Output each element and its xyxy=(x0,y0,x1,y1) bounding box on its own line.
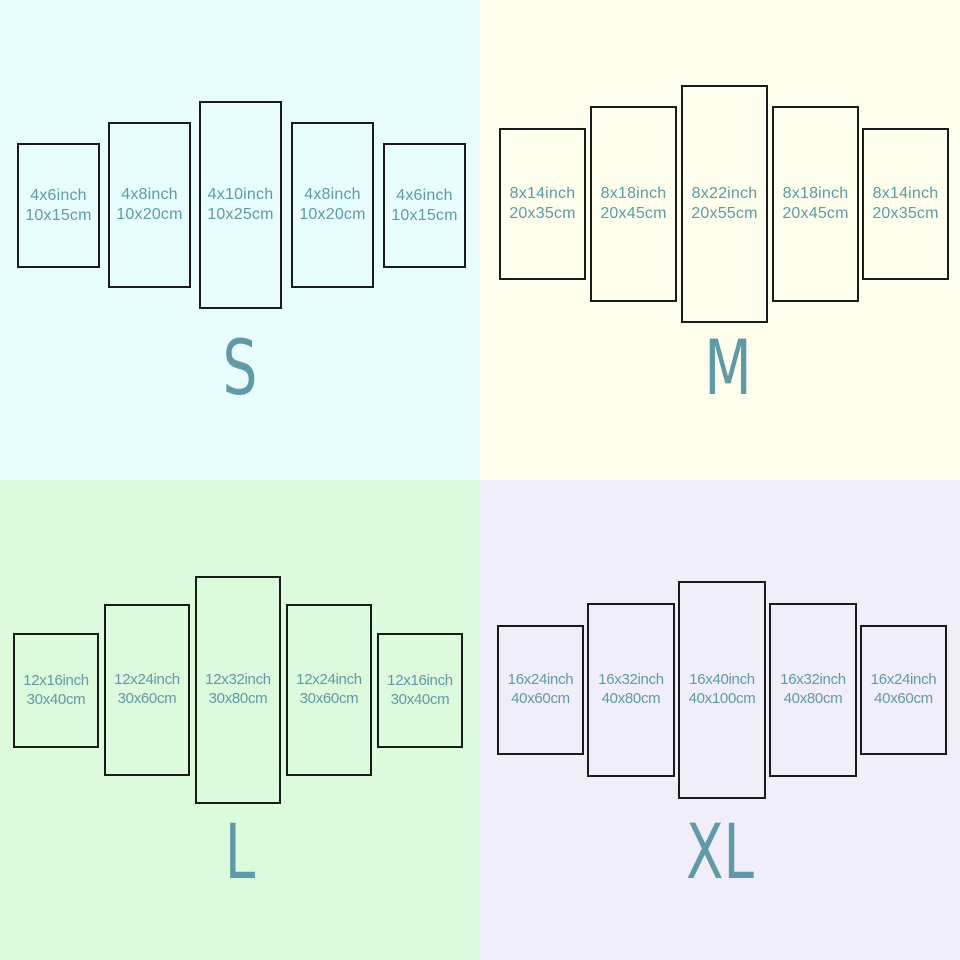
panel-inch-label: 12x32inch xyxy=(205,671,271,689)
panel-cm-label: 10x20cm xyxy=(299,206,366,223)
panel-inch-label: 12x16inch xyxy=(387,671,453,689)
panel-cm-label: 40x80cm xyxy=(783,690,843,707)
panel-cm-label: 30x40cm xyxy=(26,690,86,708)
panel-inch-label: 16x32inch xyxy=(780,671,846,689)
panel-cm-label: 40x60cm xyxy=(874,690,933,707)
panel-l-3: 12x32inch 30x80cm xyxy=(195,576,281,804)
panel-inch-label: 4x8inch xyxy=(121,186,178,203)
size-quadrant-l: 12x16inch 30x40cm 12x24inch 30x60cm 12x3… xyxy=(0,480,480,960)
size-quadrant-s: 4x6inch 10x15cm 4x8inch 10x20cm 4x10inch… xyxy=(0,0,480,480)
panel-s-3: 4x10inch 10x25cm xyxy=(199,101,282,309)
panel-cm-label: 20x45cm xyxy=(782,205,849,222)
panel-cm-label: 30x80cm xyxy=(208,690,268,707)
panel-cm-label: 10x20cm xyxy=(116,206,183,223)
panel-m-4: 8x18inch 20x45cm xyxy=(772,106,859,302)
panel-xl-1: 16x24inch 40x60cm xyxy=(497,625,584,755)
panel-xl-5: 16x24inch 40x60cm xyxy=(860,625,947,755)
panel-m-2: 8x18inch 20x45cm xyxy=(590,106,677,302)
panel-inch-label: 12x16inch xyxy=(23,671,89,689)
size-label-m: M xyxy=(704,323,752,412)
panel-m-1: 8x14inch 20x35cm xyxy=(499,128,586,280)
size-quadrant-m: 8x14inch 20x35cm 8x18inch 20x45cm 8x22in… xyxy=(480,0,960,480)
size-quadrant-xl: 16x24inch 40x60cm 16x32inch 40x80cm 16x4… xyxy=(480,480,960,960)
panel-cm-label: 10x25cm xyxy=(207,206,274,223)
panel-inch-label: 4x10inch xyxy=(207,186,274,203)
panel-cm-label: 40x80cm xyxy=(601,690,661,707)
size-label-l: L xyxy=(224,807,256,896)
panel-l-4: 12x24inch 30x60cm xyxy=(286,604,372,776)
panel-cm-label: 10x15cm xyxy=(391,206,458,224)
panel-inch-label: 12x24inch xyxy=(296,671,362,689)
panel-inch-label: 8x14inch xyxy=(872,185,939,202)
panel-cm-label: 30x60cm xyxy=(117,690,177,707)
panel-cm-label: 10x15cm xyxy=(25,206,92,224)
panel-l-2: 12x24inch 30x60cm xyxy=(104,604,190,776)
panel-s-1: 4x6inch 10x15cm xyxy=(17,143,100,268)
panel-inch-label: 4x6inch xyxy=(30,186,87,204)
panel-inch-label: 8x22inch xyxy=(691,185,758,202)
panel-cm-label: 30x60cm xyxy=(299,690,359,707)
panel-inch-label: 16x32inch xyxy=(598,671,664,689)
panel-cm-label: 30x40cm xyxy=(390,690,450,708)
panel-m-3: 8x22inch 20x55cm xyxy=(681,85,768,323)
panel-inch-label: 16x24inch xyxy=(507,671,574,689)
panel-cm-label: 20x55cm xyxy=(691,205,758,222)
size-label-xl: XL xyxy=(686,807,754,896)
panel-xl-2: 16x32inch 40x80cm xyxy=(587,603,675,777)
panel-cm-label: 20x35cm xyxy=(509,205,576,222)
panel-cm-label: 40x100cm xyxy=(688,690,756,707)
panel-l-5: 12x16inch 30x40cm xyxy=(377,633,463,748)
panel-inch-label: 12x24inch xyxy=(114,671,180,689)
panel-cm-label: 40x60cm xyxy=(511,690,570,707)
panel-inch-label: 4x6inch xyxy=(396,186,453,204)
panel-xl-4: 16x32inch 40x80cm xyxy=(769,603,857,777)
panel-s-5: 4x6inch 10x15cm xyxy=(383,143,466,268)
panel-cm-label: 20x45cm xyxy=(600,205,667,222)
panel-s-4: 4x8inch 10x20cm xyxy=(291,122,374,288)
panel-inch-label: 16x40inch xyxy=(689,671,755,689)
panel-inch-label: 4x8inch xyxy=(304,186,361,203)
panel-l-1: 12x16inch 30x40cm xyxy=(13,633,99,748)
size-label-s: S xyxy=(222,323,258,412)
panel-m-5: 8x14inch 20x35cm xyxy=(862,128,949,280)
panel-s-2: 4x8inch 10x20cm xyxy=(108,122,191,288)
panel-cm-label: 20x35cm xyxy=(872,205,939,222)
panel-inch-label: 8x18inch xyxy=(600,185,667,202)
panel-inch-label: 8x18inch xyxy=(782,185,849,202)
panel-inch-label: 8x14inch xyxy=(509,185,576,202)
panel-xl-3: 16x40inch 40x100cm xyxy=(678,581,766,799)
panel-inch-label: 16x24inch xyxy=(870,671,937,689)
